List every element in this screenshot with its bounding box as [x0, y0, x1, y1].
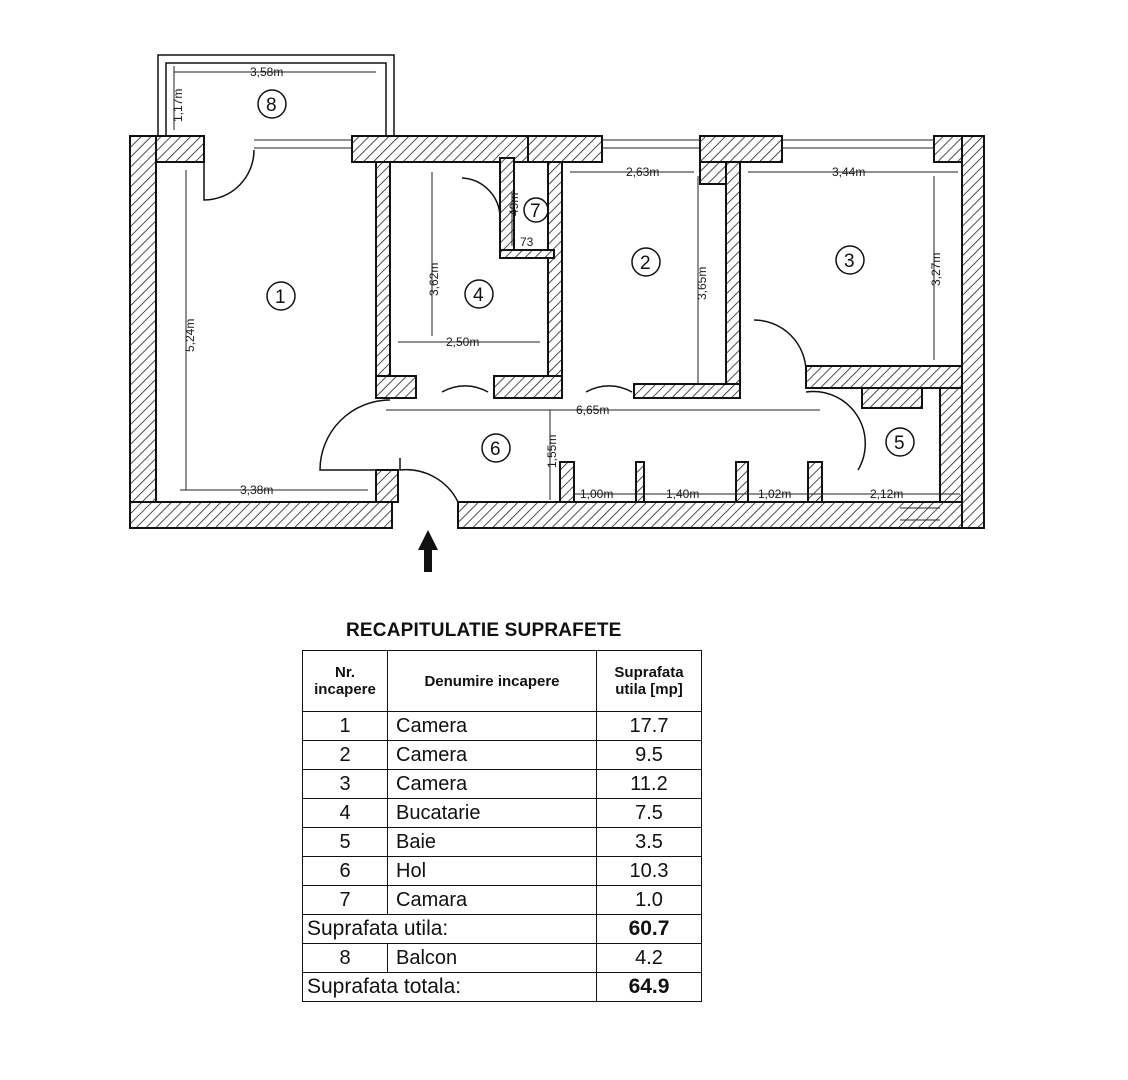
header-area: Suprafata utila [mp]: [596, 650, 702, 712]
row-name: Camara: [387, 885, 597, 915]
floor-plan: 3,58m 1,17m 5,24m 3,38m 3,62m 2,50m 49m …: [129, 54, 985, 572]
svg-text:5: 5: [894, 433, 905, 454]
row-nr: 7: [302, 885, 388, 915]
dim-bath-width: 2,12m: [870, 487, 903, 501]
room-number-1: 1: [266, 281, 296, 311]
dim-room1-width: 3,38m: [240, 483, 273, 497]
useful-area-label: Suprafata utila:: [302, 914, 597, 944]
row-name: Camera: [387, 711, 597, 741]
balcony-outline: [157, 54, 395, 140]
dimension-lines: [173, 66, 960, 500]
row-area: 7.5: [596, 798, 702, 828]
svg-text:2: 2: [640, 253, 651, 274]
balcony-area: 4.2: [596, 943, 702, 973]
row-nr: 1: [302, 711, 388, 741]
room-number-6: 6: [481, 433, 511, 463]
useful-area-value: 60.7: [596, 914, 702, 944]
dim-pantry-width: 73: [520, 235, 534, 249]
row-nr: 6: [302, 856, 388, 886]
row-area: 11.2: [596, 769, 702, 799]
room-labels: 1 2 3 4 5 6 7 8: [257, 89, 915, 463]
svg-text:3: 3: [844, 251, 855, 272]
room-number-8: 8: [257, 89, 287, 119]
row-area: 10.3: [596, 856, 702, 886]
dim-wall-seg-3: 1,02m: [758, 487, 791, 501]
windows: [254, 139, 940, 521]
table-row: 5 Baie 3.5: [302, 827, 702, 857]
dimension-labels: 3,58m 1,17m 5,24m 3,38m 3,62m 2,50m 49m …: [171, 65, 943, 501]
table-header: Nr. incapere Denumire incapere Suprafata…: [302, 650, 702, 712]
table-row: 3 Camera 11.2: [302, 769, 702, 799]
dim-wall-seg-1: 1,00m: [580, 487, 613, 501]
row-name: Baie: [387, 827, 597, 857]
balcony-nr: 8: [302, 943, 388, 973]
row-area: 9.5: [596, 740, 702, 770]
room-number-5: 5: [885, 427, 915, 457]
dim-kitchen-width: 2,50m: [446, 335, 479, 349]
row-name: Camera: [387, 769, 597, 799]
total-area-value: 64.9: [596, 972, 702, 1002]
outer-walls: [129, 135, 985, 529]
row-name: Hol: [387, 856, 597, 886]
surface-summary: RECAPITULATIE SUPRAFETE Nr. incapere Den…: [302, 620, 712, 1002]
header-nr: Nr. incapere: [302, 650, 388, 712]
room-number-4: 4: [464, 279, 494, 309]
dim-room1-height: 5,24m: [183, 319, 197, 352]
balcony-name: Balcon: [387, 943, 597, 973]
row-name: Camera: [387, 740, 597, 770]
row-area: 3.5: [596, 827, 702, 857]
dim-hall-length: 6,65m: [576, 403, 609, 417]
header-name: Denumire incapere: [387, 650, 597, 712]
row-nr: 2: [302, 740, 388, 770]
dim-kitchen-height: 3,62m: [427, 263, 441, 296]
room-number-3: 3: [835, 245, 865, 275]
row-name: Bucatarie: [387, 798, 597, 828]
dim-pantry-height: 49m: [507, 193, 521, 216]
dim-hall-width: 1,55m: [545, 435, 559, 468]
total-area-label: Suprafata totala:: [302, 972, 597, 1002]
useful-area-row: Suprafata utila: 60.7: [302, 914, 702, 944]
dim-room2-width: 2,63m: [626, 165, 659, 179]
row-area: 17.7: [596, 711, 702, 741]
dim-wall-seg-2: 1,40m: [666, 487, 699, 501]
dim-room3-height: 3,27m: [929, 253, 943, 286]
room-number-2: 2: [631, 247, 661, 277]
row-nr: 4: [302, 798, 388, 828]
entrance-arrow-icon: [418, 530, 438, 572]
dim-room3-width: 3,44m: [832, 165, 865, 179]
row-area: 1.0: [596, 885, 702, 915]
svg-text:4: 4: [473, 285, 484, 306]
dim-room2-height: 3,65m: [695, 267, 709, 300]
svg-text:8: 8: [266, 95, 277, 116]
room-number-7: 7: [523, 197, 549, 223]
svg-text:6: 6: [490, 439, 501, 460]
table-row: 6 Hol 10.3: [302, 856, 702, 886]
total-area-row: Suprafata totala: 64.9: [302, 972, 702, 1002]
surface-table: Nr. incapere Denumire incapere Suprafata…: [302, 650, 702, 1002]
table-row: 4 Bucatarie 7.5: [302, 798, 702, 828]
dim-balcony-width: 3,58m: [250, 65, 283, 79]
row-nr: 3: [302, 769, 388, 799]
summary-title: RECAPITULATIE SUPRAFETE: [346, 620, 622, 641]
table-row: 2 Camera 9.5: [302, 740, 702, 770]
balcony-row: 8 Balcon 4.2: [302, 943, 702, 973]
row-nr: 5: [302, 827, 388, 857]
svg-text:7: 7: [530, 201, 541, 222]
table-row: 7 Camara 1.0: [302, 885, 702, 915]
interior-walls: [375, 157, 963, 503]
dim-balcony-depth: 1,17m: [171, 89, 185, 122]
svg-text:1: 1: [275, 287, 286, 308]
table-row: 1 Camera 17.7: [302, 711, 702, 741]
doors: [203, 149, 866, 510]
